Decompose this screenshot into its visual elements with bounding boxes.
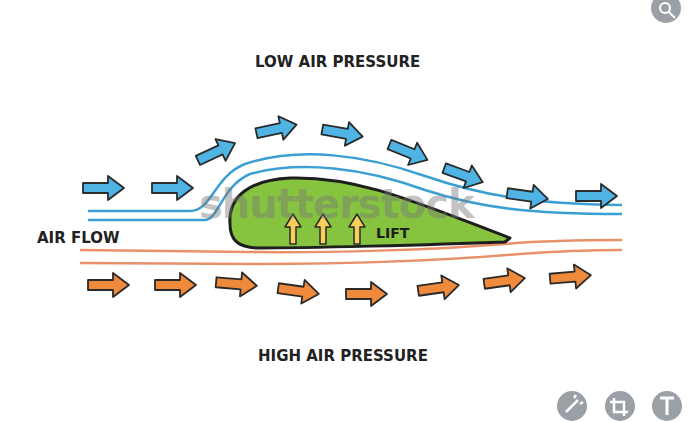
flow-arrow <box>483 266 527 295</box>
lift-label: LIFT <box>376 225 409 242</box>
watermark: shutterstock <box>199 180 474 228</box>
flow-arrow <box>385 133 432 171</box>
ui-icon <box>610 398 628 416</box>
flow-arrow <box>576 184 617 208</box>
pressure-label: LOW AIR PRESSURE <box>255 53 420 71</box>
flow-arrow <box>346 282 387 306</box>
flow-arrow <box>155 273 196 297</box>
ui-icon <box>557 391 587 421</box>
flow-arrow <box>215 270 258 297</box>
ui-icon <box>651 0 681 23</box>
flow-arrow <box>506 181 550 210</box>
air-stream-line <box>80 250 622 264</box>
ui-icon <box>605 391 635 421</box>
flow-arrow <box>193 132 240 171</box>
ui-icon <box>652 391 682 421</box>
ui-icon <box>660 3 675 18</box>
flow-arrow <box>277 276 321 305</box>
flow-arrow <box>152 176 193 200</box>
flow-arrow <box>417 273 461 302</box>
ui-icon <box>660 398 674 415</box>
flow-arrow <box>320 118 365 149</box>
flow-arrow <box>83 176 124 200</box>
flow-arrow <box>549 263 592 290</box>
flow-arrow <box>88 273 129 297</box>
ui-icon <box>566 395 583 412</box>
airflow-label: AIR FLOW <box>37 229 120 247</box>
pressure-label: HIGH AIR PRESSURE <box>258 347 428 365</box>
flow-arrow <box>254 113 299 145</box>
